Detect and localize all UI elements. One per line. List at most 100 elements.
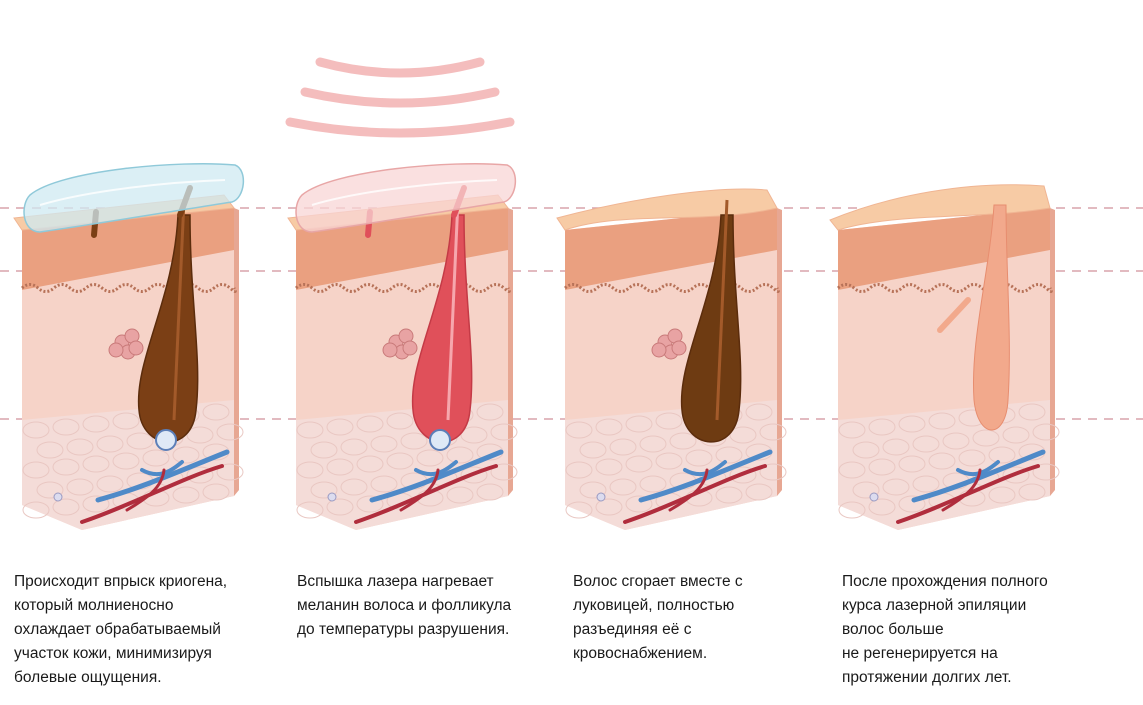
fat-cell — [82, 495, 110, 513]
sweat-pore — [327, 492, 337, 502]
skin-block — [13, 185, 244, 530]
fat-cell — [66, 478, 94, 496]
caption-line: не регенерируется на — [842, 645, 998, 662]
hair-shaft — [446, 199, 460, 421]
fat-cell — [202, 483, 230, 501]
laser-gel-pad — [295, 163, 516, 233]
skin-block — [287, 185, 518, 530]
fat-cell — [112, 452, 140, 470]
fat-cell — [852, 481, 880, 499]
fat-cell — [52, 498, 80, 516]
fat-cell — [715, 446, 743, 464]
hair-follicle — [680, 214, 742, 443]
artery — [941, 468, 982, 512]
artery — [896, 464, 1040, 524]
dermis-border — [21, 283, 237, 293]
sebaceous-gland — [671, 340, 687, 356]
laser-wave — [315, 57, 485, 78]
fat-cell — [112, 412, 140, 430]
skin-surface — [829, 184, 1051, 231]
fat-cell — [912, 435, 940, 453]
fat-cell — [356, 455, 384, 473]
caption-line: протяжении долгих лет. — [842, 669, 1012, 686]
fat-cell — [490, 463, 518, 481]
sebaceous-gland — [402, 340, 418, 356]
fat-cell — [882, 438, 910, 456]
fat-cell — [595, 498, 623, 516]
fat-cell — [326, 458, 354, 476]
caption-line: который молниеносно — [14, 597, 174, 614]
fat-cell — [715, 486, 743, 504]
caption-cooling: Происходит впрыск криогена,который молни… — [14, 570, 227, 690]
fat-cell — [326, 498, 354, 516]
fat-cell — [142, 449, 170, 467]
fat-cell — [216, 463, 244, 481]
fat-cell — [400, 432, 428, 450]
fat-cell — [579, 441, 607, 459]
fat-cell — [172, 446, 200, 464]
fat-cell — [565, 421, 593, 439]
fat-cell — [96, 475, 124, 493]
fat-cell — [460, 466, 488, 484]
laser-waves-icon — [285, 57, 515, 138]
fat-cell — [356, 495, 384, 513]
fat-cell — [416, 449, 444, 467]
artery — [668, 468, 709, 512]
fat-cell — [898, 415, 926, 433]
sweat-pore — [596, 492, 606, 502]
hair-papilla — [429, 429, 451, 451]
fat-cell — [296, 461, 324, 479]
fat-cell — [639, 435, 667, 453]
fat-cell — [22, 501, 50, 519]
fat-cell — [216, 423, 244, 441]
fat-cell — [882, 478, 910, 496]
fat-cell — [609, 438, 637, 456]
caption-line: Вспышка лазера нагревает — [297, 573, 494, 590]
artery — [399, 468, 440, 512]
fat-cell — [356, 415, 384, 433]
artery — [125, 468, 166, 512]
artery — [354, 464, 498, 524]
fat-cell — [745, 483, 773, 501]
hair-papilla — [155, 429, 177, 451]
fat-cell — [82, 455, 110, 473]
sebaceous-gland — [382, 342, 398, 358]
fat-cell — [370, 435, 398, 453]
caption-line: охлаждает обрабатываемый — [14, 621, 221, 638]
fat-cell — [609, 478, 637, 496]
caption-line: меланин волоса и фолликула — [297, 597, 512, 614]
cryogen-gel — [23, 163, 244, 233]
sebaceous-gland — [651, 342, 667, 358]
laser-wave — [300, 87, 500, 108]
fat-cell — [310, 441, 338, 459]
fat-cell — [745, 403, 773, 421]
fat-cell — [669, 432, 697, 450]
caption-line: курса лазерной эпиляции — [842, 597, 1027, 614]
fat-cell — [202, 403, 230, 421]
fat-cell — [729, 426, 757, 444]
fat-cell — [1018, 483, 1046, 501]
caption-line: кровоснабжением. — [573, 645, 708, 662]
fat-cell — [868, 418, 896, 436]
fat-cell — [898, 455, 926, 473]
fat-cell — [340, 438, 368, 456]
fat-cell — [852, 441, 880, 459]
fat-cell — [928, 412, 956, 430]
fat-cell — [310, 481, 338, 499]
fat-cell — [655, 412, 683, 430]
gel-highlight — [311, 179, 498, 206]
block-side — [1050, 208, 1055, 496]
fat-cell — [898, 495, 926, 513]
sweat-pore — [53, 492, 63, 502]
hair-shaft — [715, 199, 729, 421]
caption-line: болевые ощущения. — [14, 669, 162, 686]
caption-line: участок кожи, минимизируя — [14, 645, 212, 662]
dermis-border — [295, 283, 511, 293]
caption-line: до температуры разрушения. — [297, 621, 510, 638]
fat-cell — [625, 415, 653, 433]
fat-cell — [988, 486, 1016, 504]
fat-cell — [36, 441, 64, 459]
